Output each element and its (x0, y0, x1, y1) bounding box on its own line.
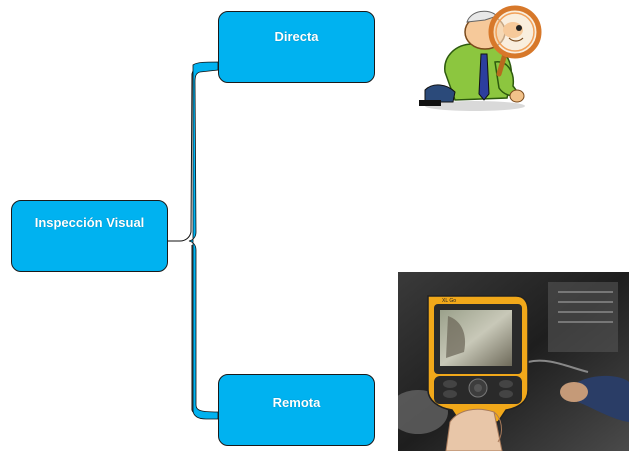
node-remota: Remota (218, 374, 375, 446)
node-directa: Directa (218, 11, 375, 83)
videoscope-device-photo: XL Go (398, 272, 629, 451)
node-inspeccion-visual: Inspección Visual (11, 200, 168, 272)
node-label: Remota (272, 394, 321, 410)
svg-text:XL Go: XL Go (442, 298, 456, 304)
node-label: Inspección Visual (34, 214, 145, 230)
node-label: Directa (274, 28, 319, 44)
magnifier-inspector-cartoon-icon (419, 5, 542, 111)
